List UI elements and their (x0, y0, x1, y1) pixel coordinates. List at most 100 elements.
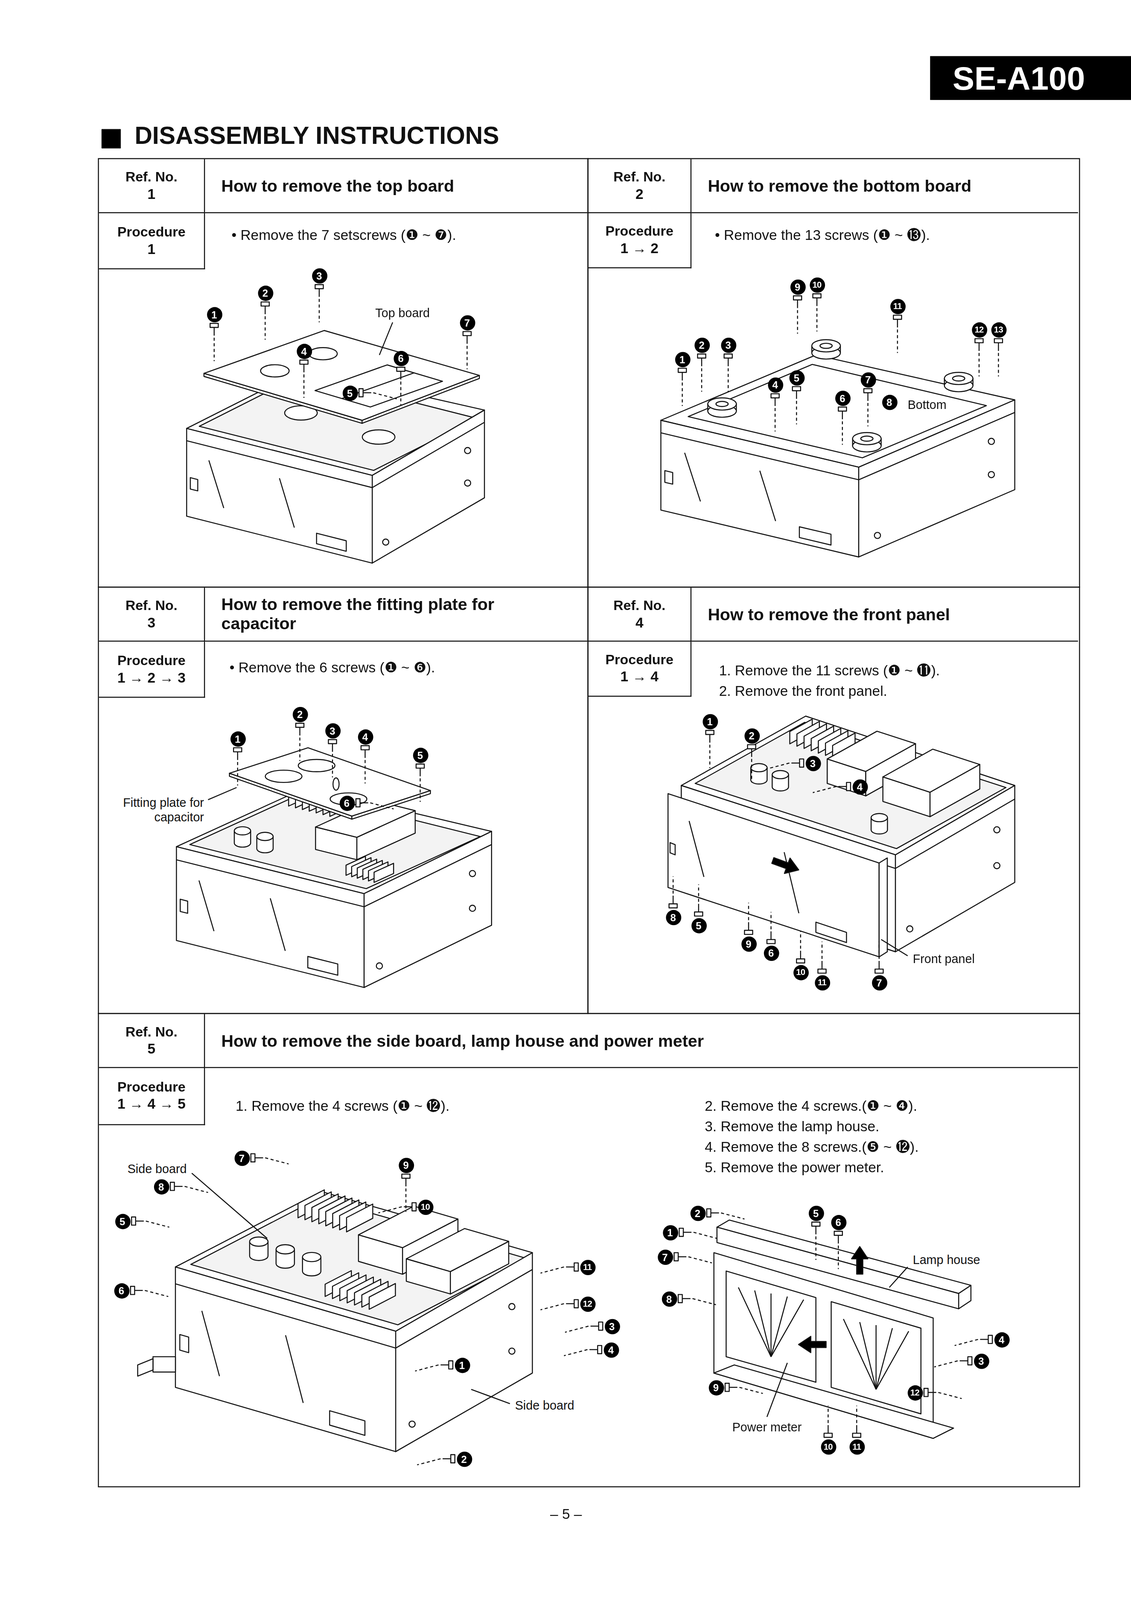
callout-number: 4 (603, 1341, 619, 1358)
screw-head (574, 1299, 579, 1308)
label-slot: 3 (599, 1316, 624, 1336)
callout-number: 1 (230, 730, 246, 747)
leader-line (889, 1266, 908, 1288)
power-cord-plug (137, 1358, 154, 1376)
plate-hole (265, 769, 303, 783)
screw-hole (508, 1303, 515, 1310)
text-slot: 3. Remove the lamp house. (704, 1117, 1052, 1135)
instruction-cell: 1. Remove the 4 screws (❶ ~ ⓬).2. Remove… (97, 1012, 1080, 1487)
screw-path (416, 1458, 441, 1465)
line-art (201, 1310, 220, 1376)
screw-path (681, 382, 683, 406)
callout-number: 1 (454, 1356, 470, 1373)
reference-number: 1 → 2 (620, 239, 659, 257)
screw (774, 397, 776, 406)
power-switch (670, 842, 676, 855)
line-art (364, 844, 492, 907)
foot (811, 339, 841, 353)
label-slot: 8 (148, 1177, 174, 1196)
screw-path (540, 1303, 564, 1310)
screw-head (402, 1173, 411, 1178)
screw (565, 1266, 575, 1268)
meter-window (725, 1270, 816, 1382)
section-heading: How to remove the bottom board (707, 175, 972, 196)
screw-hole (382, 539, 389, 546)
text-slot: 5. Remove the power meter. (704, 1158, 1052, 1176)
part-name: Power meter (730, 1419, 804, 1435)
capacitor (234, 826, 251, 835)
label-slot: 12 (902, 1382, 927, 1402)
section-heading: How to remove the top board (221, 175, 455, 196)
screw (748, 921, 750, 930)
power-switch (180, 898, 188, 913)
screw-hole (874, 532, 881, 539)
screw-head (852, 1432, 861, 1438)
screw-head (679, 1227, 684, 1236)
screw-head (811, 1221, 820, 1227)
label-slot: 8 (660, 907, 686, 927)
screw-head (597, 1345, 602, 1354)
screw (681, 372, 683, 381)
leader-line (379, 322, 393, 355)
screw-head (813, 293, 822, 298)
callout-number: 8 (153, 1178, 170, 1194)
callout-number: 4 (357, 728, 374, 744)
screw-head (358, 388, 364, 397)
callout-number: 3 (805, 754, 821, 771)
screw (303, 364, 305, 373)
line-art (771, 1299, 804, 1357)
line-art (689, 820, 705, 877)
part-name: Side board (513, 1398, 577, 1413)
screw (816, 297, 818, 307)
label-slot: 3 (968, 1351, 994, 1370)
line-art (279, 478, 295, 528)
callout-number: 6 (339, 795, 355, 811)
instruction-cell: • Remove the 13 screws (❶ ~ ⓭).Ref. No.2… (587, 157, 1080, 588)
plate-window (314, 364, 443, 408)
label-slot: 9 (703, 1377, 729, 1397)
callout-number: 13 (990, 321, 1006, 338)
label-slot: 4 (598, 1340, 624, 1359)
section-heading: How to remove the fitting plate for capa… (221, 594, 574, 634)
callout-number: 4 (852, 778, 868, 794)
screw-head (416, 763, 425, 769)
display-window (799, 526, 831, 546)
capacitor (302, 1252, 321, 1262)
part-name: Fitting plate for capacitor (114, 795, 207, 825)
reference-box: Ref. No.5 (99, 1013, 206, 1068)
label-slot: 7 (855, 370, 881, 389)
callout-number: 7 (459, 314, 476, 330)
label-slot: 6 (334, 793, 359, 812)
label-slot: 2 (451, 1449, 477, 1468)
screw-path (184, 1186, 209, 1193)
power-switch (179, 1334, 189, 1353)
text-slot: 1. Remove the 4 screws (❶ ~ ⓬). (235, 1097, 665, 1115)
instruction-text: 3. Remove the lamp house. (704, 1117, 1052, 1135)
label-slot: 5 (803, 1203, 828, 1222)
screw (318, 288, 320, 297)
callout-number: 5 (412, 746, 429, 763)
meter-window (831, 1301, 922, 1414)
screw-head (846, 782, 851, 791)
leader-line (471, 1389, 511, 1404)
screw-path (419, 778, 421, 802)
leader-line (766, 1362, 788, 1417)
screw-path (373, 392, 397, 399)
instruction-text: • Remove the 7 setscrews (❶ ~ ❼). (231, 226, 578, 244)
leader-line (191, 1172, 268, 1239)
reference-caption: Procedure (117, 652, 186, 669)
screw (897, 319, 898, 328)
label-slot: 3 (306, 266, 332, 285)
instruction-cell: • Remove the 7 setscrews (❶ ~ ❼).Ref. No… (97, 157, 589, 588)
screw-hole (508, 1347, 515, 1354)
reference-number: 1 (147, 185, 156, 203)
text-slot: • Remove the 7 setscrews (❶ ~ ❼). (231, 226, 578, 244)
label-slot: 11 (575, 1257, 600, 1276)
screw (590, 1325, 599, 1327)
screw-head (209, 323, 219, 328)
capacitor (276, 1244, 295, 1254)
screw-head (893, 314, 902, 320)
reference-number: 2 (635, 185, 644, 203)
label-slot: 4 (291, 341, 316, 361)
screw-path (751, 758, 753, 783)
